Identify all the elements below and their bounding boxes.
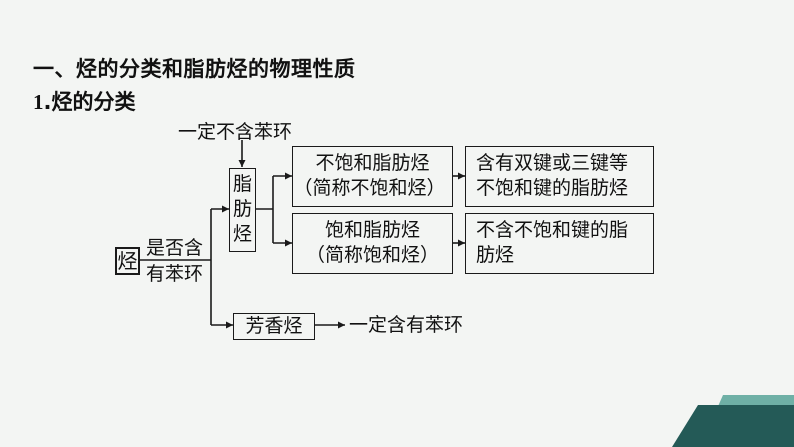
aromatic-note: 一定含有苯环 <box>349 314 464 336</box>
aliphatic-note: 一定不含苯环 <box>178 121 293 143</box>
aromatic-label: 芳香烃 <box>245 315 303 337</box>
root-label: 烃 <box>117 249 138 273</box>
saturated-node: 饱和脂肪烃 （简称饱和烃） <box>292 213 453 274</box>
saturated-desc-line2: 肪烃 <box>476 244 515 266</box>
unsaturated-title: 不饱和脂肪烃 <box>315 152 430 174</box>
saturated-title: 饱和脂肪烃 <box>324 219 420 241</box>
root-node: 烃 <box>115 247 140 275</box>
unsaturated-description: 含有双键或三键等 不饱和键的脂肪烃 <box>465 146 654 207</box>
branch-question-top: 是否含 <box>146 237 204 259</box>
section-heading: 一、烃的分类和脂肪烃的物理性质 <box>33 57 356 81</box>
unsaturated-desc-line2: 不饱和键的脂肪烃 <box>476 177 629 199</box>
saturated-short-name: （简称饱和烃） <box>305 244 439 266</box>
subsection-heading: 1.烃的分类 <box>33 88 135 116</box>
aliphatic-char-2: 肪 <box>232 198 252 220</box>
saturated-desc-line1: 不含不饱和键的脂 <box>476 219 629 241</box>
aliphatic-char-3: 烃 <box>232 223 252 245</box>
saturated-description: 不含不饱和键的脂 肪烃 <box>465 213 654 274</box>
footer-dark-band <box>672 405 794 447</box>
subsection-number: 1 <box>33 90 44 114</box>
unsaturated-node: 不饱和脂肪烃 （简称不饱和烃） <box>292 146 453 207</box>
branch-question-bottom: 有苯环 <box>146 263 204 285</box>
unsaturated-short-name: （简称不饱和烃） <box>293 177 446 199</box>
unsaturated-desc-line1: 含有双键或三键等 <box>476 152 629 174</box>
aliphatic-node: 脂 肪 烃 <box>229 168 256 252</box>
aromatic-node: 芳香烃 <box>233 313 315 340</box>
aliphatic-char-1: 脂 <box>232 173 252 195</box>
subsection-title: .烃的分类 <box>43 90 136 114</box>
